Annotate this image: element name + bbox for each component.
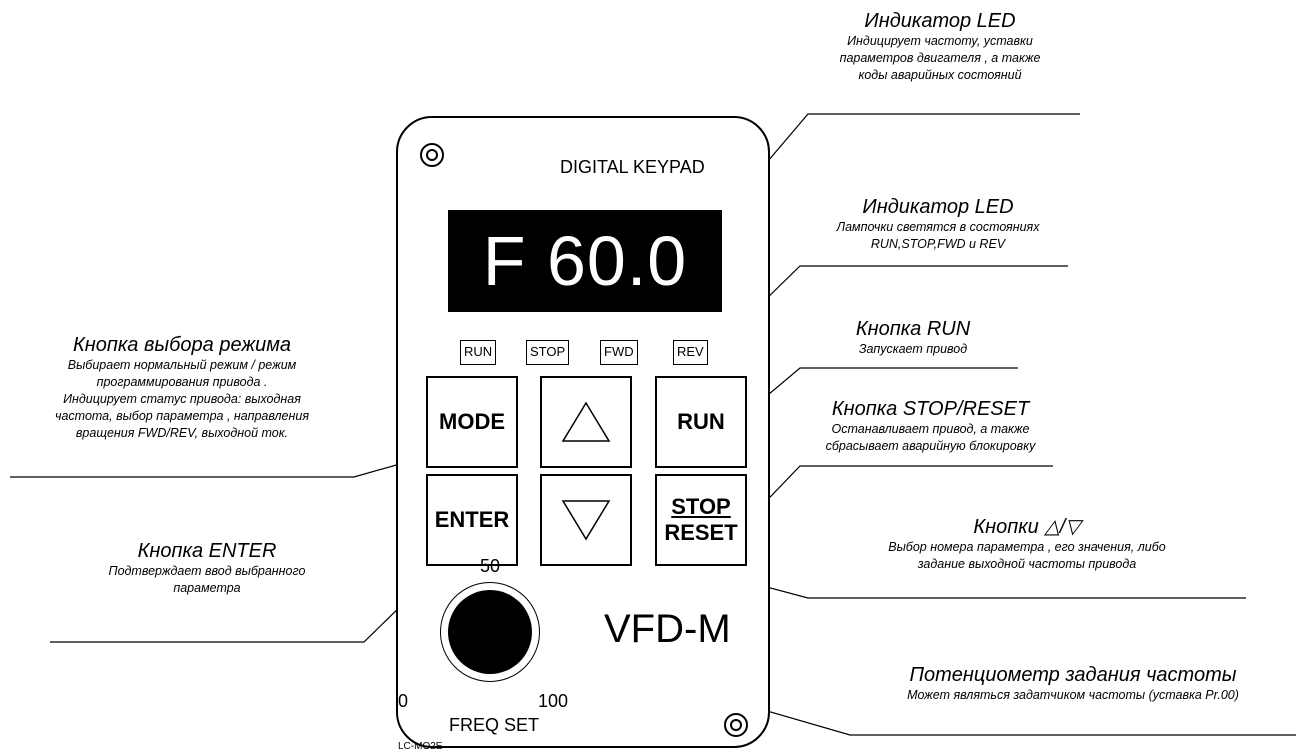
leader-led-display [727,113,1080,209]
freq-set-label: FREQ SET [449,715,540,735]
annotation-text: Может являться задатчиком частоты (устав… [907,688,1239,702]
frequency-knob[interactable] [440,582,540,682]
annotation-text: коды аварийных состояний [858,68,1022,82]
annotation-text: параметров двигателя , а также [839,51,1041,65]
annotation-mode-button: Кнопка выбора режима Выбирает нормальный… [10,334,354,442]
annotation-text: параметра [173,581,241,595]
annotation-text: Запускает привод [858,342,968,356]
leader-mode [10,454,429,478]
led-display: F 60.0 [448,210,722,312]
knob-body [448,590,532,674]
annotation-text: Выбор номера параметра , его значения, л… [888,540,1166,554]
annotation-text: Лампочки светятся в состояниях [836,220,1040,234]
keypad-title: DIGITAL KEYPAD [560,157,705,177]
dial-label-50: 50 [480,556,501,576]
indicator-rev: REV [673,340,708,365]
screw-icon [420,143,444,167]
annotation-text: частота, выбор параметра , направления [55,409,309,423]
indicator-run: RUN [460,340,497,365]
dial-label-0: 0 [398,691,409,711]
annotation-title: Индикатор LED [862,196,1014,218]
down-triangle-icon [561,500,611,541]
annotation-title: Кнопки △/▽ [973,516,1081,538]
annotation-text: вращения FWD/REV, выходной ток. [75,426,289,440]
run-button-label: RUN [677,409,725,434]
screw-icon [724,713,748,737]
annotation-led-lamps: Индикатор LED Лампочки светятся в состоя… [808,196,1068,253]
annotation-title: Кнопка RUN [855,318,971,340]
indicator-stop: STOP [526,340,570,365]
indicator-fwd: FWD [600,340,638,365]
enter-button-label: ENTER [434,507,510,532]
run-button[interactable]: RUN [655,376,747,468]
annotation-title: Кнопка STOP/RESET [831,398,1030,420]
mode-button-label: MODE [439,409,505,434]
annotation-title: Кнопка ENTER [137,540,277,562]
annotation-title: Кнопка выбора режима [72,334,292,356]
annotation-text: сбрасывает аварийную блокировку [825,439,1036,453]
mode-button[interactable]: MODE [426,376,518,468]
annotation-title: Потенциометр задания частоты [909,664,1237,686]
annotation-text: Подтверждает ввод выбранного [108,564,306,578]
annotation-led-display: Индикатор LED Индицирует частоту, уставк… [800,10,1080,84]
annotation-text: Индицирует статус привода: выходная [63,392,301,406]
model-name: VFD-M [604,607,731,651]
dial-label-100: 100 [538,691,569,711]
stop-reset-button[interactable]: STOP RESET [655,474,747,566]
stop-label: STOP [671,494,731,519]
annotation-enter-button: Кнопка ENTER Подтверждает ввод выбранног… [50,540,364,597]
panel-code: LC-MO2E [398,741,443,752]
annotation-text: программирования привода . [96,375,268,389]
annotation-text: Индицирует частоту, уставки [847,34,1033,48]
annotation-text: Останавливает привод, а также [831,422,1030,436]
down-button[interactable] [540,474,632,566]
up-triangle-icon [561,401,611,442]
annotation-title: Индикатор LED [864,10,1016,32]
knob-outer-ring [440,582,540,682]
reset-label: RESET [664,520,738,545]
annotation-potentiometer: Потенциометр задания частоты Может являт… [850,664,1296,704]
annotation-text: RUN,STOP,FWD и REV [870,237,1006,251]
annotation-stop-button: Кнопка STOP/RESET Останавливает привод, … [808,398,1053,455]
annotation-run-button: Кнопка RUN Запускает привод [808,318,1018,358]
annotation-arrow-buttons: Кнопки △/▽ Выбор номера параметра , его … [808,514,1246,573]
leader-stop [747,465,1053,521]
annotation-text: Выбирает нормальный режим / режим [67,358,297,372]
annotation-text: задание выходной частоты привода [917,557,1137,571]
enter-button[interactable]: ENTER [426,474,518,566]
up-button[interactable] [540,376,632,468]
